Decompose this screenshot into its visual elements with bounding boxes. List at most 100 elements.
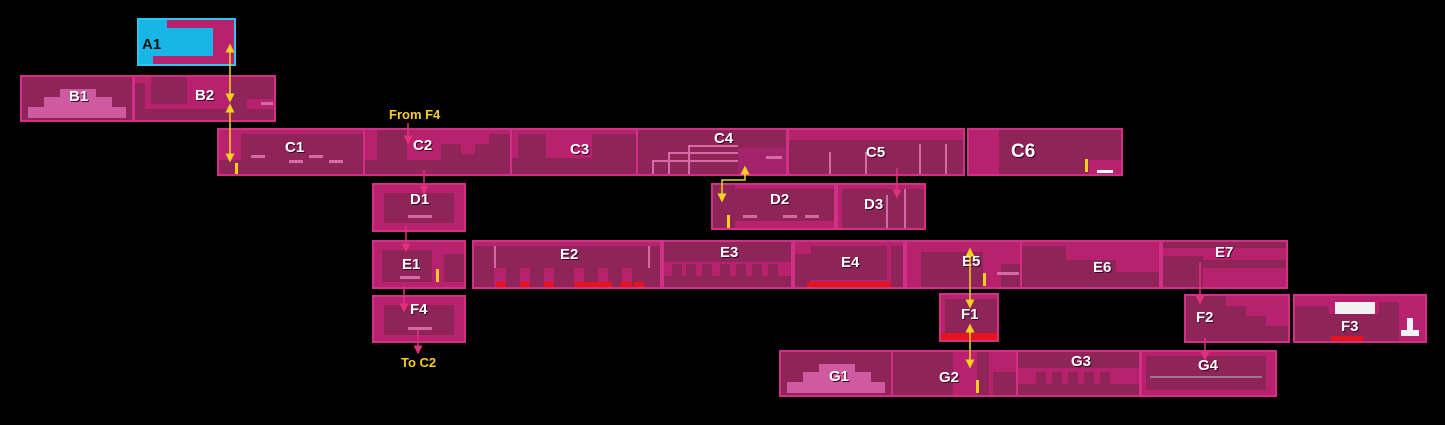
room-d1-terrain	[384, 193, 454, 223]
room-d3[interactable]: D3	[836, 183, 926, 230]
room-c5[interactable]: C5	[787, 128, 965, 176]
room-c5-pole	[945, 144, 947, 174]
room-b2-terrain	[151, 77, 187, 104]
room-e2-hazard	[544, 282, 554, 287]
room-e3-block	[720, 264, 730, 276]
room-f4[interactable]: F4	[372, 295, 466, 343]
room-c4[interactable]: C4	[636, 128, 788, 176]
room-c4-terrain	[738, 148, 786, 174]
room-e2-hazard	[496, 282, 506, 287]
room-b2-terrain	[135, 83, 145, 120]
room-b2-platform	[261, 102, 273, 105]
room-e2-pillars	[506, 268, 520, 287]
room-f3-white-ledge	[1335, 302, 1375, 314]
room-g2-terrain	[977, 352, 989, 395]
room-e5[interactable]: E5	[905, 240, 1022, 289]
room-c5-pole	[865, 152, 867, 174]
room-b1[interactable]: B1	[20, 75, 134, 122]
room-b2-terrain	[245, 77, 274, 99]
room-d2-door[interactable]	[727, 215, 730, 228]
room-f4-platform	[408, 327, 432, 330]
room-g1-stepped-block	[819, 364, 855, 372]
room-c3[interactable]: C3	[510, 128, 638, 176]
room-e3[interactable]: E3	[662, 240, 793, 289]
room-f3[interactable]: F3	[1293, 294, 1427, 343]
room-e5-door[interactable]	[983, 273, 986, 286]
room-g2-door[interactable]	[976, 380, 979, 393]
room-c1-terrain	[241, 134, 363, 174]
room-g1-stepped-block	[787, 382, 885, 393]
room-f3-terrain	[1379, 302, 1399, 341]
room-g3-block	[1068, 372, 1078, 384]
room-e1-platform	[400, 276, 420, 279]
room-c1-door[interactable]	[235, 163, 238, 174]
room-e2-hazard	[634, 282, 644, 287]
room-c4-pole	[668, 152, 670, 174]
room-c3-terrain	[512, 158, 636, 174]
room-a1-terrain	[153, 56, 215, 64]
room-c3-label: C3	[570, 141, 590, 158]
room-e3-terrain	[664, 276, 791, 287]
room-d2[interactable]: D2	[711, 183, 836, 230]
room-d2-platform	[783, 215, 797, 218]
room-g4-bridge	[1150, 376, 1262, 378]
room-g1-stepped-block	[803, 372, 871, 382]
room-e4-hazard	[807, 282, 891, 287]
room-g2-terrain	[893, 352, 953, 395]
note-from-f4: From F4	[389, 107, 441, 122]
room-g2-terrain	[993, 372, 1016, 395]
room-g3[interactable]: G3	[1016, 350, 1141, 397]
room-c1-terrain	[219, 160, 243, 174]
room-e6[interactable]: E6	[1020, 240, 1161, 289]
room-c2[interactable]: C2	[363, 128, 513, 176]
room-e3-block	[752, 264, 762, 276]
room-a1[interactable]: A1	[137, 18, 236, 66]
room-c1-platform	[309, 155, 323, 158]
room-e4-terrain	[811, 246, 887, 280]
room-e7-terrain	[1203, 260, 1286, 268]
room-e5-terrain	[921, 252, 983, 287]
room-c5-pole	[919, 144, 921, 174]
room-c6-door[interactable]	[1085, 159, 1088, 172]
room-c1[interactable]: C1	[217, 128, 366, 176]
room-d1-platform	[408, 215, 432, 218]
room-g2[interactable]: G2	[891, 350, 1018, 397]
room-b2[interactable]: B2	[133, 75, 276, 122]
room-c6[interactable]: C6	[967, 128, 1123, 176]
room-g3-terrain	[1018, 384, 1139, 395]
room-g4[interactable]: G4	[1140, 350, 1277, 397]
room-e3-block	[736, 264, 746, 276]
room-f3-hazard	[1331, 336, 1363, 341]
room-e1-door[interactable]	[436, 269, 439, 282]
room-e4[interactable]: E4	[793, 240, 905, 289]
room-f3-white-statue	[1407, 318, 1413, 336]
room-f2-stairs	[1226, 306, 1246, 341]
room-e6-terrain	[1116, 272, 1159, 287]
room-e3-block	[672, 264, 682, 276]
room-f1[interactable]: F1	[939, 293, 999, 342]
room-f2-stairs	[1246, 316, 1266, 341]
room-b1-stepped-block	[44, 97, 112, 107]
room-c2-terrain	[377, 130, 407, 160]
room-e2-hazard	[620, 282, 632, 287]
room-c2-stairs	[461, 154, 511, 174]
room-f1-terrain	[945, 299, 997, 333]
room-c4-scaffold	[652, 160, 742, 162]
room-e2[interactable]: E2	[472, 240, 662, 289]
room-d3-pole	[886, 195, 888, 228]
room-f3-terrain	[1295, 306, 1329, 341]
room-e7[interactable]: E7	[1161, 240, 1288, 289]
room-d1[interactable]: D1	[372, 183, 466, 232]
room-f2[interactable]: F2	[1184, 294, 1290, 343]
room-a1-terrain	[167, 20, 217, 28]
room-c4-scaffold	[688, 145, 738, 147]
room-e1[interactable]: E1	[372, 240, 466, 289]
room-e2-pillars	[530, 268, 544, 287]
room-f4-terrain	[384, 305, 454, 335]
room-e5-platform	[997, 272, 1019, 275]
room-c2-label: C2	[413, 137, 433, 154]
room-f2-terrain	[1186, 296, 1226, 341]
room-c4-platform	[766, 156, 782, 159]
room-b2-terrain	[231, 77, 247, 109]
room-g1[interactable]: G1	[779, 350, 893, 397]
